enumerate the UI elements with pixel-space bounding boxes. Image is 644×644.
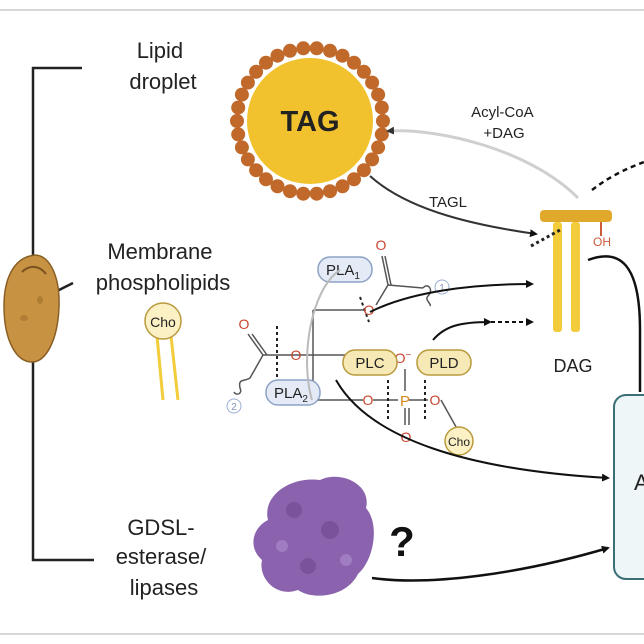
droplet-bead bbox=[259, 55, 273, 70]
droplet-bead bbox=[240, 152, 255, 167]
arrow-pld-to-dag bbox=[432, 318, 492, 341]
droplet-bead bbox=[270, 179, 285, 194]
droplet-bead bbox=[376, 114, 390, 128]
droplet-bead bbox=[283, 43, 297, 58]
droplet-surface-beads bbox=[230, 41, 390, 201]
choline-head bbox=[444, 426, 474, 456]
droplet-bead bbox=[230, 114, 244, 128]
cho-label-icon: Cho bbox=[150, 314, 176, 330]
oxygen-bridge-pho: O bbox=[430, 392, 441, 408]
droplet-bead bbox=[335, 48, 350, 63]
site-2-marker bbox=[226, 398, 242, 414]
dag-molecule-icon bbox=[530, 210, 612, 332]
arrow-pla1-to-dag bbox=[369, 280, 534, 313]
pld-badge bbox=[416, 349, 472, 376]
tag-droplet: TAG bbox=[230, 41, 390, 201]
dag-label: DAG bbox=[553, 356, 592, 376]
phospholipid-icon bbox=[144, 302, 182, 401]
droplet-bead bbox=[356, 163, 371, 178]
arrow-tag-to-dag-tagl bbox=[369, 175, 538, 238]
seed-icon bbox=[3, 254, 60, 363]
cleavage-marks bbox=[276, 296, 426, 420]
arrow-gdsl-to-right-box bbox=[371, 545, 610, 582]
phosphate-label: P bbox=[400, 393, 410, 410]
gdsl-protein-icon bbox=[253, 476, 374, 596]
droplet-bead bbox=[365, 152, 380, 167]
droplet-bead bbox=[309, 41, 324, 56]
droplet-bead bbox=[231, 127, 246, 142]
oxygen-bridge-bottom: O bbox=[363, 392, 374, 408]
acyl-coa-label: Acyl-CoA +DAG bbox=[471, 104, 537, 142]
droplet-bead bbox=[347, 172, 361, 187]
oxygen-ester-right: O bbox=[376, 237, 387, 253]
droplet-bead bbox=[365, 75, 380, 90]
arrow-dag-to-right-box bbox=[587, 255, 642, 392]
oxygen-bridge-top: O bbox=[364, 302, 375, 318]
droplet-bead bbox=[347, 55, 361, 70]
droplet-bead bbox=[296, 186, 311, 201]
phospholipid-structure bbox=[233, 255, 461, 435]
oxygen-phosphate-top: O− bbox=[395, 350, 412, 366]
arrow-pla2-to-dag-grey bbox=[306, 269, 341, 401]
site-2-label: 2 bbox=[231, 402, 237, 413]
droplet-bead bbox=[374, 127, 389, 142]
droplet-bead bbox=[356, 64, 371, 79]
tagl-label: TAGL bbox=[429, 194, 467, 211]
droplet-bead bbox=[283, 184, 297, 199]
tag-core bbox=[247, 58, 373, 184]
plc-label: PLC bbox=[355, 355, 384, 372]
droplet-bead bbox=[249, 163, 264, 178]
gdsl-label: GDSL- esterase/ lipases bbox=[116, 515, 213, 600]
question-mark: ? bbox=[389, 518, 415, 565]
droplet-bead bbox=[371, 87, 386, 102]
droplet-bead bbox=[371, 140, 386, 155]
pla2-label: PLA2 bbox=[274, 385, 308, 405]
pld-label: PLD bbox=[429, 355, 458, 372]
lipid-droplet-label: Lipid droplet bbox=[129, 38, 196, 94]
droplet-bead bbox=[374, 100, 389, 115]
choline-label: Cho bbox=[448, 435, 470, 449]
arrow-dag-to-tag bbox=[386, 126, 580, 200]
droplet-bead bbox=[259, 172, 273, 187]
droplet-bead bbox=[335, 179, 350, 194]
droplet-bead bbox=[270, 48, 285, 63]
droplet-bead bbox=[234, 87, 249, 102]
droplet-bead bbox=[323, 184, 337, 199]
droplet-bead bbox=[240, 75, 255, 90]
site-1-label: 1 bbox=[439, 283, 445, 294]
pla1-badge bbox=[317, 256, 373, 283]
membrane-phospholipids-label: Membrane phospholipids bbox=[96, 239, 231, 295]
oxygen-ester-left: O bbox=[239, 316, 250, 332]
seed-connector bbox=[56, 281, 74, 293]
right-product-box bbox=[613, 394, 644, 580]
oxygen-bridge-left: O bbox=[291, 347, 302, 363]
droplet-bead bbox=[323, 43, 337, 58]
plc-badge bbox=[342, 349, 398, 376]
right-box-letter: A bbox=[634, 470, 644, 495]
tag-label: TAG bbox=[280, 106, 339, 138]
source-bracket bbox=[31, 66, 94, 562]
oh-label: OH bbox=[593, 235, 611, 249]
droplet-bead bbox=[296, 41, 311, 56]
pla2-badge bbox=[265, 379, 321, 406]
arrow-pla-to-right-box bbox=[335, 379, 610, 482]
droplet-bead bbox=[234, 140, 249, 155]
droplet-bead bbox=[249, 64, 264, 79]
droplet-bead bbox=[231, 100, 246, 115]
droplet-bead bbox=[309, 186, 324, 201]
dotted-arc-topright bbox=[591, 160, 644, 191]
